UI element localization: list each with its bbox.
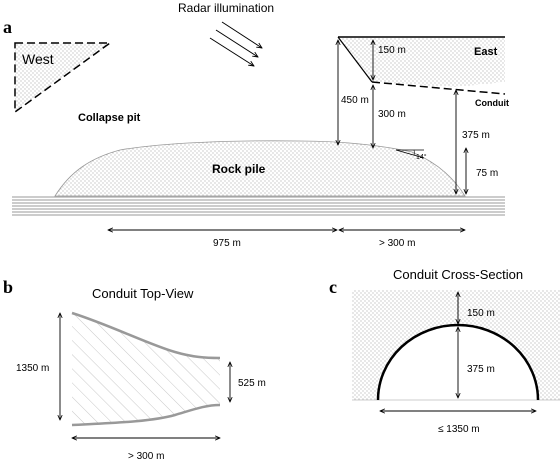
conduit-arch [376, 323, 540, 401]
dim-le1350-label: ≤ 1350 m [438, 424, 480, 435]
dim-75-label: 75 m [476, 168, 498, 179]
conduit-roof-line [371, 81, 506, 95]
collapse-pit-label: Collapse pit [78, 112, 141, 124]
dim-525-label: 525 m [238, 378, 266, 389]
dim-450-label: 450 m [341, 95, 369, 106]
west-label: West [22, 51, 54, 67]
east-block [338, 37, 505, 87]
dim-1350-label: 1350 m [16, 363, 49, 374]
west-block [14, 42, 113, 114]
east-label: East [474, 46, 498, 58]
panel-b-title: Conduit Top-View [92, 286, 194, 301]
dim-300-label: 300 m [378, 109, 406, 120]
rock-pile [54, 140, 466, 197]
dim-150-label: 150 m [378, 45, 406, 56]
conduit-top-view-shape [72, 313, 220, 425]
slope-angle-marker [395, 149, 425, 159]
dim-c-150-label: 150 m [467, 308, 495, 319]
dim-gt300-label: > 300 m [379, 238, 415, 249]
dim-b-gt300-label: > 300 m [128, 451, 164, 462]
panel-a: a Radar illumination West East Conduit C… [3, 1, 509, 249]
rock-pile-label: Rock pile [212, 162, 266, 176]
cross-section-rock [352, 290, 560, 400]
conduit-top-edge-lower [71, 403, 221, 427]
panel-c-letter: c [329, 277, 337, 297]
panel-c: c Conduit Cross-Section 150 m 375 m ≤ 13… [329, 267, 560, 435]
dim-c-375-label: 375 m [467, 364, 495, 375]
panel-c-title: Conduit Cross-Section [393, 267, 523, 282]
dim-975-label: 975 m [213, 238, 241, 249]
dim-375-label: 375 m [462, 130, 490, 141]
radar-illumination-label: Radar illumination [178, 1, 274, 15]
ground-layers [12, 196, 505, 216]
panel-a-letter: a [3, 17, 12, 37]
panel-b-letter: b [3, 277, 13, 297]
east-scarp-edge [337, 36, 373, 83]
panel-b: b Conduit Top-View 1350 m 525 m > 300 m [3, 277, 266, 462]
conduit-top-edge-upper [71, 311, 221, 360]
radar-arrows [209, 21, 262, 66]
conduit-label: Conduit [475, 98, 509, 108]
angle-14-label: 14° [416, 153, 427, 161]
